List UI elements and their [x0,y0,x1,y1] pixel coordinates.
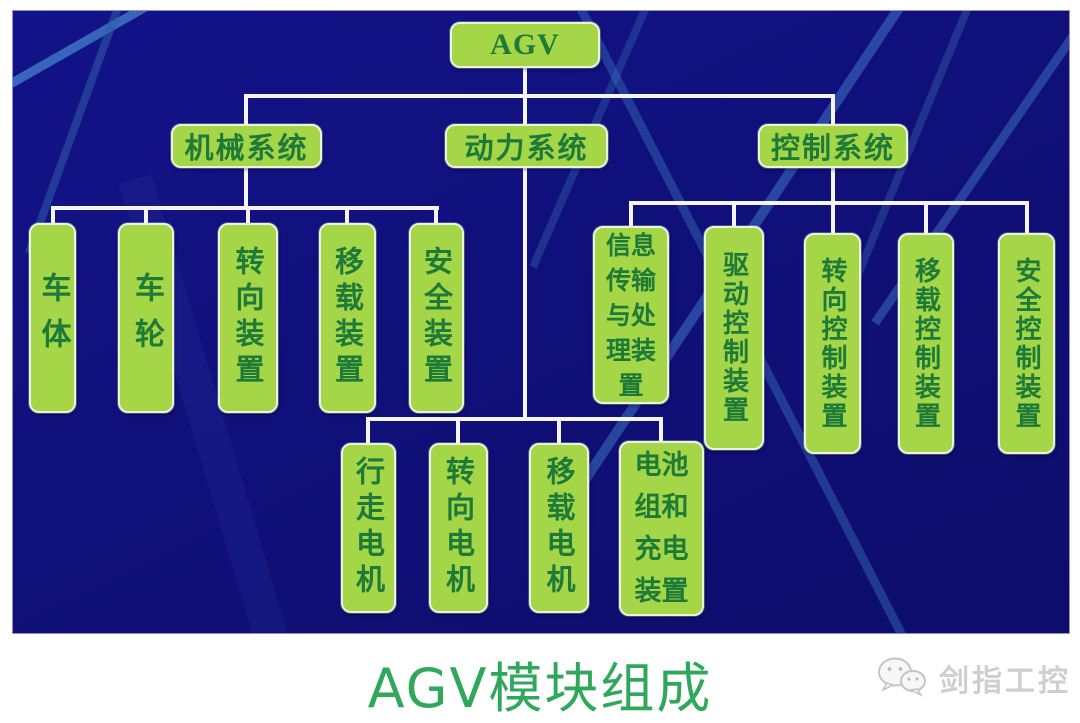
node-battery-charging-label: 电池组和充电装置 [634,449,689,607]
wechat-icon [878,657,926,697]
node-battery-charging-device: 电池组和充电装置 [619,441,704,616]
node-info-transmission-processing-device: 信息传输与处理装置 [593,226,669,404]
node-steering-device: 转向装置 [218,223,278,413]
node-transfer-device: 移载装置 [319,223,376,413]
node-wheels: 车轮 [118,223,174,413]
node-steering-motor: 转向电机 [429,443,488,613]
diagram-panel: AGV 机械系统 动力系统 控制系统 车体 车轮 转向装置 移载装置 安全装置 … [12,10,1070,634]
node-mechanical-system: 机械系统 [171,124,322,168]
node-safety-control-device: 安全控制装置 [998,233,1055,454]
node-vehicle-body: 车体 [29,223,76,413]
node-safety-device: 安全装置 [409,223,464,413]
node-info-transmission-label: 信息传输与处理装置 [605,230,656,400]
node-drive-control-device: 驱动控制装置 [704,226,764,450]
diagram-caption: AGV模块组成 [367,657,713,720]
node-power-system: 动力系统 [445,124,608,168]
node-travel-motor: 行走电机 [341,443,396,613]
watermark-label: 剑指工控 [939,664,1071,699]
node-agv: AGV [450,22,600,68]
node-transfer-control-device: 移载控制装置 [898,233,954,454]
connector-lines [51,66,1029,449]
node-transfer-motor: 移载电机 [529,443,589,613]
watermark: 剑指工控 [876,656,1071,700]
node-control-system: 控制系统 [758,124,908,168]
node-steering-control-device: 转向控制装置 [804,233,861,454]
